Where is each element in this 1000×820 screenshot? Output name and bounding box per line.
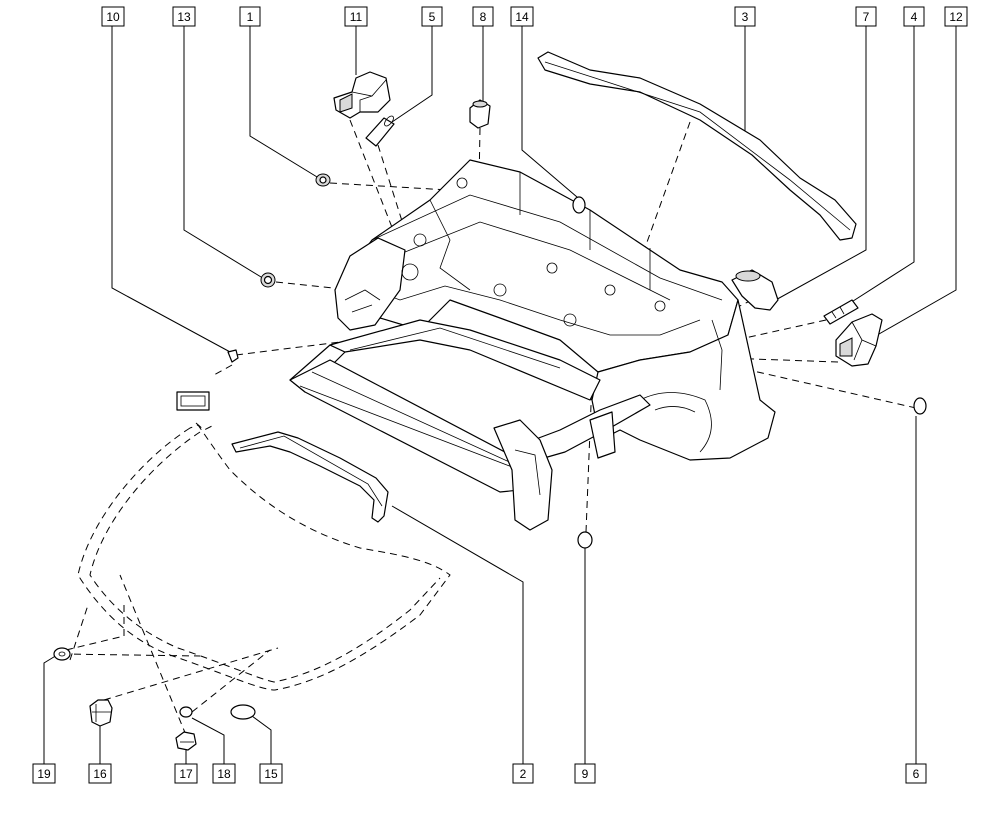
svg-text:4: 4: [911, 10, 918, 24]
part-17-clip: [175, 731, 197, 751]
svg-text:14: 14: [515, 10, 529, 24]
callout-19: 19: [32, 763, 56, 784]
part-8-clip: [469, 99, 491, 129]
svg-text:3: 3: [742, 10, 749, 24]
svg-text:17: 17: [179, 767, 193, 781]
svg-text:1: 1: [247, 10, 254, 24]
callout-5: 5: [421, 6, 443, 27]
label-plate: [176, 391, 210, 411]
callout-9: 9: [574, 763, 596, 784]
part-12-bracket: [835, 313, 883, 367]
callout-16: 16: [88, 763, 112, 784]
part-5-sleeve: [365, 115, 395, 147]
part-10-pin: [227, 349, 239, 363]
callout-3: 3: [734, 6, 756, 27]
front-end-structure: [289, 159, 776, 531]
part-15-seal-ring: [230, 704, 256, 720]
part-11-bracket: [333, 71, 391, 119]
svg-text:2: 2: [520, 767, 527, 781]
callout-18: 18: [212, 763, 236, 784]
svg-text:9: 9: [582, 767, 589, 781]
svg-text:11: 11: [350, 10, 363, 24]
callout-11: 11: [344, 6, 368, 27]
callout-12: 12: [944, 6, 968, 27]
callout-4: 4: [903, 6, 925, 27]
part-1-grommet: [315, 173, 331, 187]
part-2-lower-seal-strip: [231, 431, 389, 523]
callouts-bottom: 19 16 17 18 15 2 9 6: [32, 763, 927, 784]
svg-text:12: 12: [949, 10, 963, 24]
svg-text:10: 10: [106, 10, 120, 24]
callout-7: 7: [855, 6, 877, 27]
bonnet-outline: [77, 422, 451, 691]
leader-lines: [43, 26, 957, 764]
callout-14: 14: [510, 6, 534, 27]
callout-13: 13: [172, 6, 196, 27]
svg-text:19: 19: [37, 767, 51, 781]
part-19-washer: [53, 647, 71, 661]
callout-10: 10: [101, 6, 125, 27]
callout-15: 15: [259, 763, 283, 784]
callout-1: 1: [239, 6, 261, 27]
svg-text:16: 16: [93, 767, 107, 781]
part-9-plug: [577, 531, 593, 549]
part-13-grommet: [260, 272, 276, 288]
svg-text:7: 7: [863, 10, 870, 24]
callout-2: 2: [512, 763, 534, 784]
svg-text:5: 5: [429, 10, 436, 24]
callout-8: 8: [472, 6, 494, 27]
svg-text:8: 8: [480, 10, 487, 24]
callouts-top: 10 13 1 11 5 8 14 3 7 4 12: [101, 6, 968, 27]
part-7-duct: [731, 269, 779, 311]
part-14-plug: [572, 196, 586, 214]
callout-6: 6: [905, 763, 927, 784]
svg-text:6: 6: [913, 767, 920, 781]
part-6-grommet: [913, 397, 927, 415]
callout-17: 17: [174, 763, 198, 784]
svg-text:18: 18: [217, 767, 231, 781]
svg-text:15: 15: [264, 767, 278, 781]
part-16-nut: [89, 699, 113, 727]
svg-text:13: 13: [177, 10, 191, 24]
part-18-washer: [179, 706, 193, 718]
part-3-upper-seal-strip: [537, 51, 857, 241]
part-4-sleeve: [823, 299, 859, 325]
